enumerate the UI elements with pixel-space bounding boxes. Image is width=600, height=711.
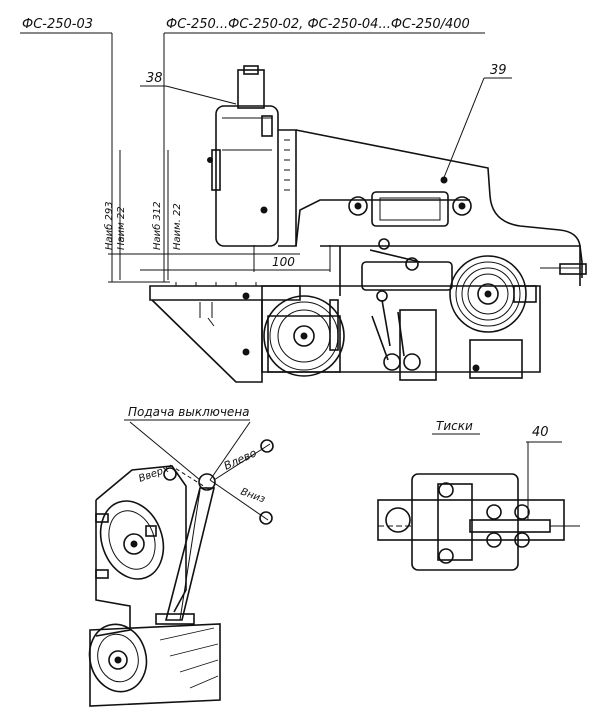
svg-text:38: 38 [146, 71, 163, 86]
handwheel-right [449, 255, 537, 333]
callout-38: 38 [140, 71, 237, 105]
header-labels: ФС-250-03 ФС-250...ФС-250-02, ФС-250-04.… [20, 17, 485, 34]
dimension-lines: Наиб 293 Наим 22 Наиб 312 Наим. 22 100 [103, 33, 331, 283]
lever-diagram: Подача выключена Вверх Влево Вниз [88, 405, 274, 707]
dim-naim-22-left: Наим 22 [116, 206, 127, 250]
lever-title: Подача выключена [128, 405, 250, 419]
milling-head [207, 65, 297, 247]
vise-title: Тиски [436, 419, 473, 433]
model-label-left: ФС-250-03 [22, 17, 93, 32]
dim-naib-312: Наиб 312 [151, 201, 163, 250]
dim-100: 100 [272, 255, 295, 269]
overarm [295, 129, 583, 278]
vise-diagram: Тиски [377, 419, 580, 571]
dim-naib-293: Наиб 293 [103, 201, 115, 250]
knee-and-saddle [261, 238, 587, 381]
handwheel-left [263, 295, 345, 377]
label-left: Влево [222, 446, 259, 473]
model-label-right: ФС-250...ФС-250-02, ФС-250-04...ФС-250/4… [166, 17, 470, 32]
callout-39: 39 [442, 63, 512, 181]
machine-table [149, 282, 301, 383]
svg-text:39: 39 [490, 63, 507, 78]
svg-text:40: 40 [532, 425, 549, 440]
dim-naim-22-right: Наим. 22 [172, 203, 183, 250]
callout-40: 40 [526, 425, 562, 520]
